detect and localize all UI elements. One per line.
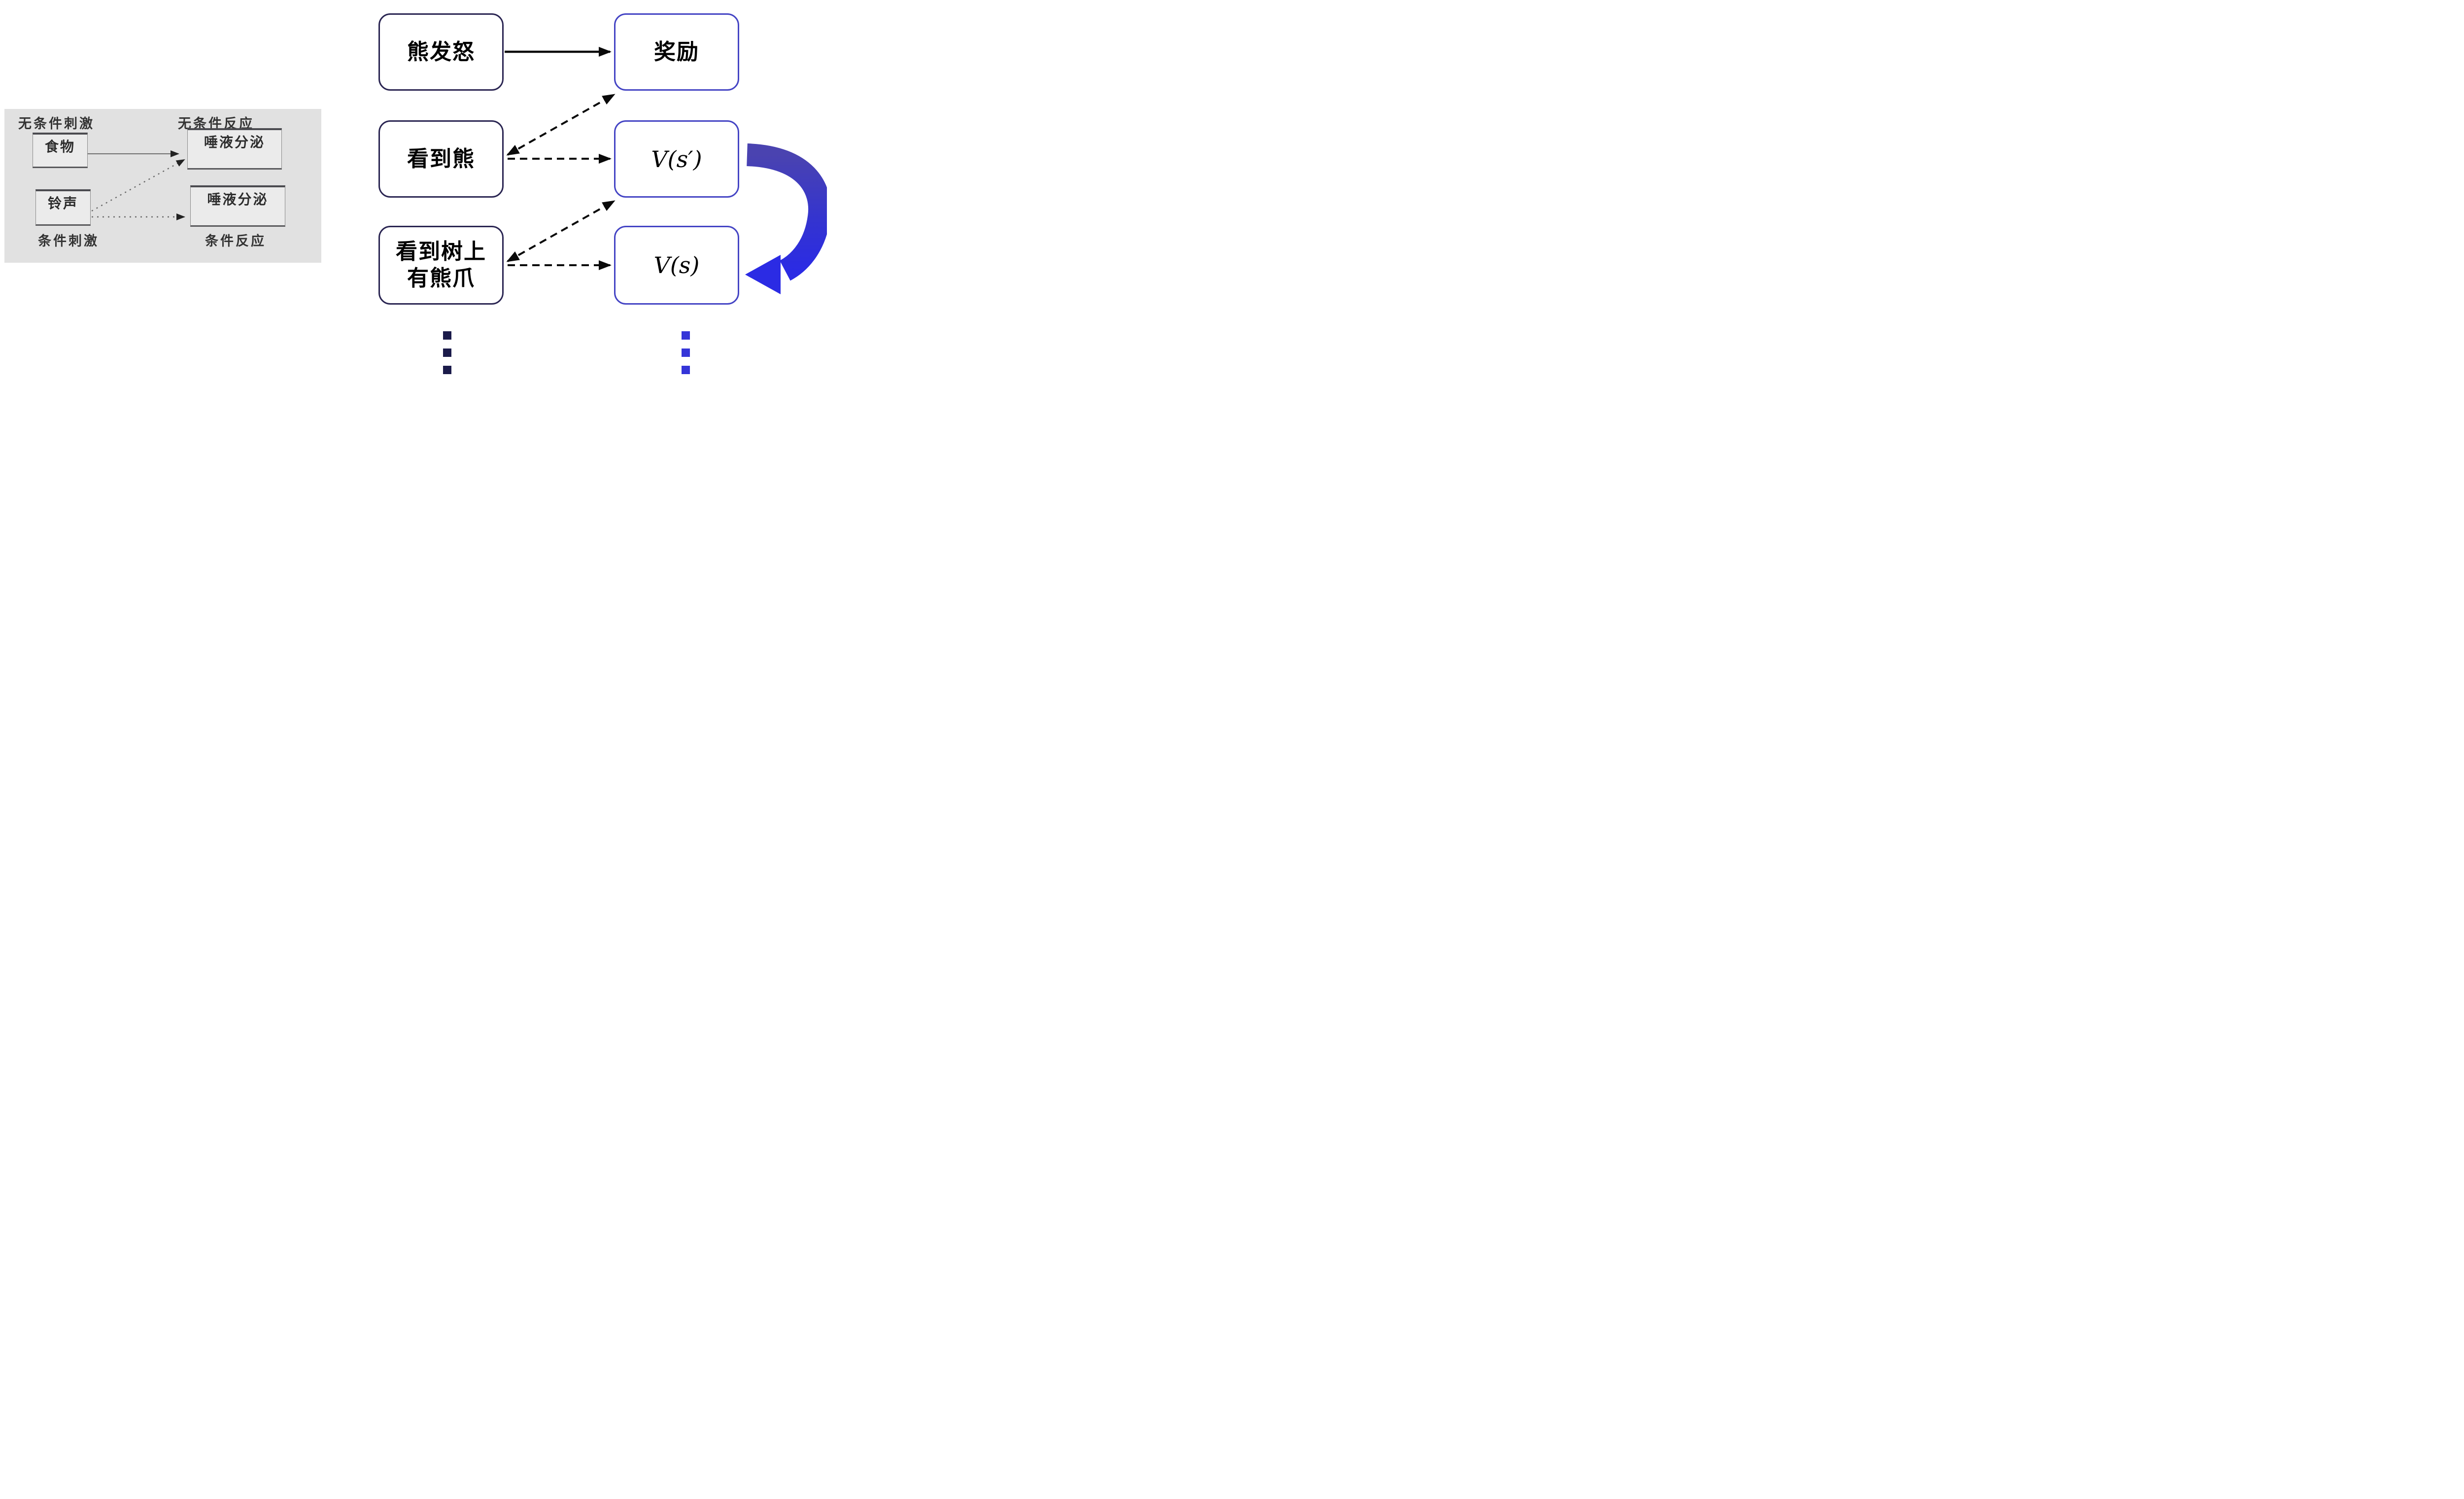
node-value-next-state-label: V(s′) bbox=[651, 145, 702, 173]
box-salivation-bottom-label: 唾液分泌 bbox=[207, 192, 269, 207]
node-bear-angry-label: 熊发怒 bbox=[407, 39, 475, 64]
node-bear-angry: 熊发怒 bbox=[378, 13, 504, 91]
label-conditioned-response: 条件反应 bbox=[205, 234, 266, 248]
td-update-loop-arrow-icon bbox=[745, 143, 827, 294]
claw-marks-to-value-next-state-dashed-arrow bbox=[506, 200, 616, 262]
node-see-claw-marks-label: 看到树上 有熊爪 bbox=[396, 240, 486, 290]
ellipsis-dot bbox=[682, 366, 690, 374]
box-salivation-bottom: 唾液分泌 bbox=[190, 185, 285, 227]
ellipsis-left bbox=[443, 331, 451, 375]
ellipsis-dot bbox=[443, 366, 451, 374]
box-salivation-top: 唾液分泌 bbox=[187, 128, 282, 170]
ellipsis-dot bbox=[682, 331, 690, 340]
box-food: 食物 bbox=[33, 133, 88, 168]
see-bear-reward-dashed-arrow bbox=[506, 94, 616, 156]
node-reward-label: 奖励 bbox=[654, 39, 699, 64]
ellipsis-dot bbox=[682, 349, 690, 357]
node-see-bear: 看到熊 bbox=[378, 120, 504, 198]
box-bell: 铃声 bbox=[35, 189, 91, 226]
node-see-claw-marks: 看到树上 有熊爪 bbox=[378, 226, 504, 305]
loop-arrowhead bbox=[745, 255, 781, 294]
box-bell-label: 铃声 bbox=[47, 196, 78, 211]
node-value-state-label: V(s) bbox=[653, 252, 700, 279]
ellipsis-right bbox=[682, 331, 690, 375]
node-reward: 奖励 bbox=[614, 13, 739, 91]
classical-conditioning-panel: 无条件刺激 无条件反应 食物 唾液分泌 铃声 唾液分泌 条件刺激 条件反应 bbox=[4, 109, 321, 263]
td-learning-figure: 无条件刺激 无条件反应 食物 唾液分泌 铃声 唾液分泌 条件刺激 条件反应 熊发… bbox=[0, 0, 827, 375]
node-value-next-state: V(s′) bbox=[614, 120, 739, 198]
ellipsis-dot bbox=[443, 331, 451, 340]
ellipsis-dot bbox=[443, 349, 451, 357]
node-value-state: V(s) bbox=[614, 226, 739, 305]
box-salivation-top-label: 唾液分泌 bbox=[204, 135, 265, 150]
label-conditioned-stimulus: 条件刺激 bbox=[38, 234, 99, 248]
label-unconditioned-stimulus: 无条件刺激 bbox=[18, 116, 95, 131]
box-food-label: 食物 bbox=[44, 139, 75, 154]
node-see-bear-label: 看到熊 bbox=[407, 146, 475, 171]
